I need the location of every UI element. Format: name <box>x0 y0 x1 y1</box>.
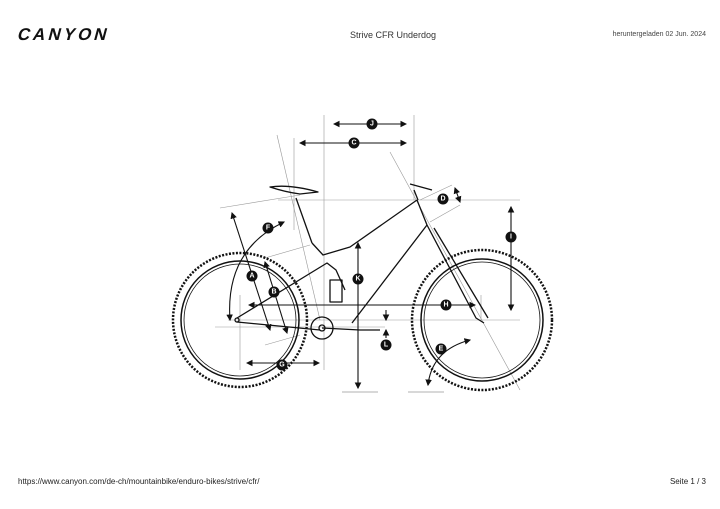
svg-text:J: J <box>370 121 374 128</box>
svg-text:H: H <box>443 302 448 309</box>
marker-k: K <box>352 273 364 285</box>
marker-f: F <box>262 222 274 234</box>
marker-h: H <box>440 299 452 311</box>
geometry-markers: A B C D E F G H I J K L <box>246 118 517 371</box>
marker-c: C <box>348 137 360 149</box>
svg-text:B: B <box>271 289 276 296</box>
page-number: Seite 1 / 3 <box>669 477 706 486</box>
download-date: heruntergeladen 02 Jun. 2024 <box>612 31 706 38</box>
svg-text:K: K <box>355 276 360 283</box>
marker-b: B <box>268 286 280 298</box>
svg-text:C: C <box>351 140 356 147</box>
svg-text:E: E <box>439 346 444 353</box>
marker-i: I <box>505 231 517 243</box>
svg-text:G: G <box>279 362 285 369</box>
svg-text:F: F <box>266 225 271 232</box>
page-title: Strive CFR Underdog <box>349 30 437 40</box>
front-wheel <box>410 248 554 392</box>
svg-text:A: A <box>249 273 254 280</box>
marker-g: G <box>276 359 288 371</box>
marker-e: E <box>435 343 447 355</box>
marker-j: J <box>366 118 378 130</box>
svg-text:D: D <box>440 196 445 203</box>
svg-text:L: L <box>384 342 389 349</box>
marker-d: D <box>437 193 449 205</box>
marker-l: L <box>380 339 392 351</box>
reference-lines <box>215 115 521 393</box>
svg-text:I: I <box>510 234 512 241</box>
marker-a: A <box>246 270 258 282</box>
source-url: https://www.canyon.com/de-ch/mountainbik… <box>18 477 260 486</box>
